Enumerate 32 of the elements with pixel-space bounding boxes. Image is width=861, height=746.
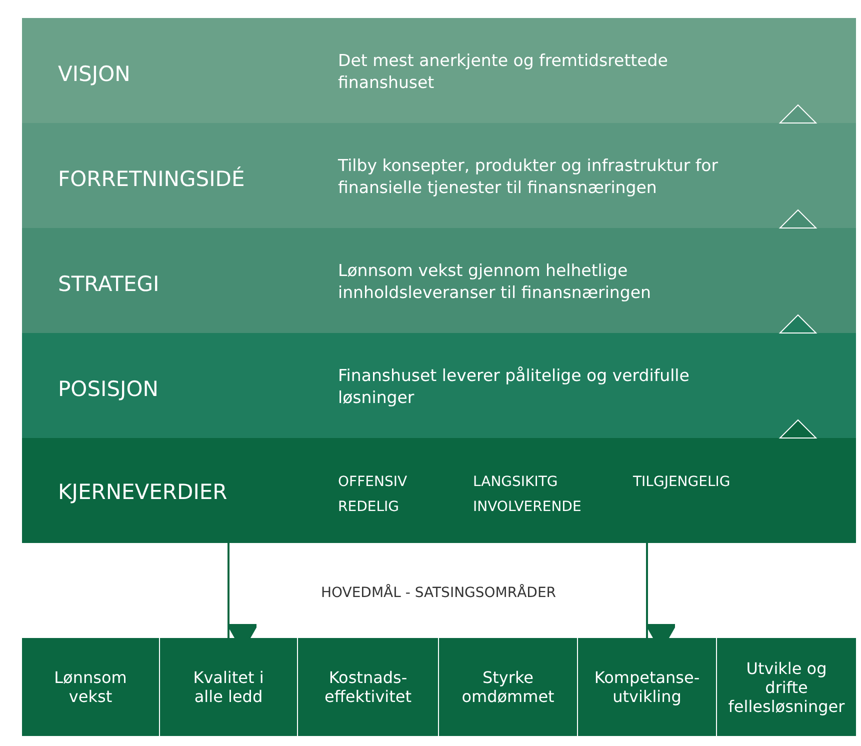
section-heading: HOVEDMÅL - SATSINGSOMRÅDER bbox=[320, 585, 558, 601]
goal-box bbox=[298, 638, 438, 736]
goal-box bbox=[717, 638, 856, 736]
band-description: Lønnsom vekst gjennom helhetlige innholdsleveranser til finansnæringen bbox=[338, 260, 652, 304]
statement-band bbox=[22, 228, 856, 333]
statement-band bbox=[22, 18, 856, 123]
goal-text: Lønnsom vekst bbox=[53, 668, 128, 706]
core-values-band bbox=[22, 438, 856, 543]
goal-text: Kompetanse- utvikling bbox=[593, 668, 701, 706]
value-text: REDELIG bbox=[338, 499, 399, 515]
band-heading: POSISJON bbox=[58, 377, 158, 401]
band-heading: VISJON bbox=[58, 62, 130, 86]
goal-box bbox=[22, 638, 159, 736]
band-description: Det mest anerkjente og fremtidsrettede finanshuset bbox=[338, 50, 669, 94]
statement-band bbox=[22, 123, 856, 228]
band-heading: STRATEGI bbox=[58, 272, 160, 296]
goal-text: Kvalitet i alle ledd bbox=[192, 668, 265, 706]
value-text: LANGSIKITG bbox=[473, 474, 558, 490]
band-heading: FORRETNINGSIDÉ bbox=[58, 167, 245, 191]
value-text: OFFENSIV bbox=[338, 474, 408, 490]
goal-text: Utvikle og drifte fellesløsninger bbox=[727, 658, 846, 716]
band-description: Finanshuset leverer pålitelige og verdifulle løsninger bbox=[338, 365, 690, 409]
goal-text: Kostnads- effektivitet bbox=[324, 668, 412, 706]
band-heading: KJERNEVERDIER bbox=[58, 480, 228, 504]
goal-box bbox=[439, 638, 577, 736]
goal-box bbox=[160, 638, 297, 736]
value-text: INVOLVERENDE bbox=[473, 499, 582, 515]
value-text: TILGJENGELIG bbox=[633, 474, 730, 490]
goal-text: Styrke omdømmet bbox=[460, 668, 556, 706]
band-description: Tilby konsepter, produkter og infrastruktur for finansielle tjenester til finansnæringen bbox=[338, 155, 720, 199]
goal-box bbox=[578, 638, 716, 736]
statement-band bbox=[22, 333, 856, 438]
